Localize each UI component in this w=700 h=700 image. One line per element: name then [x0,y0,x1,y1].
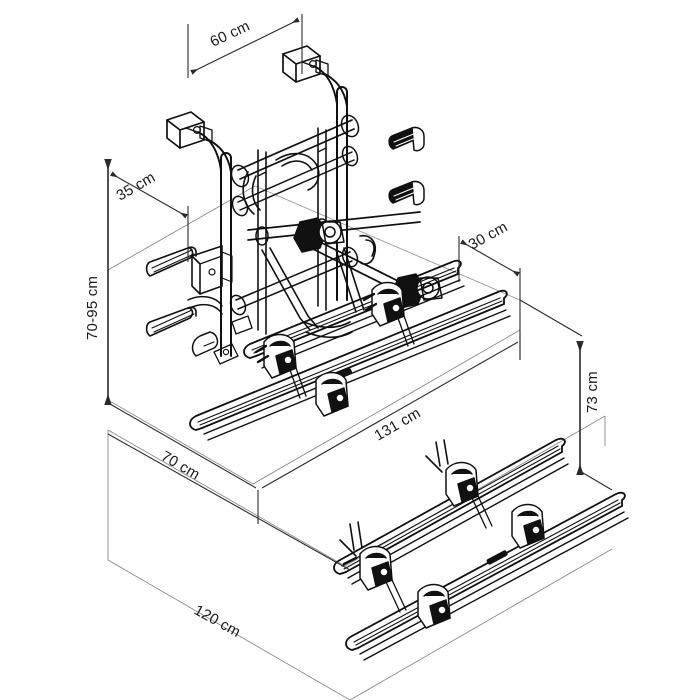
rubber-sleeve-upper [388,126,425,152]
frame-joints [229,114,360,316]
dim-label-73: 73 cm [584,371,601,413]
bike-holder-knob-left [293,217,345,253]
mounting-bracket-right [282,45,329,83]
construction-box [107,185,613,700]
lock-plate [191,245,233,295]
mounting-bracket-left [166,111,213,149]
dim-60 [187,14,303,78]
dim-70 [109,403,257,489]
support-arm-right [313,65,348,107]
wheel-clamp-l4 [511,503,545,549]
wheel-clamp-u2 [362,281,405,327]
dimension-labels: 60 cm 35 cm 70-95 cm 30 cm 73 cm 131 cm … [84,18,601,641]
rail-stub-lower [145,306,197,337]
strap-hooks [242,152,376,265]
support-arm-left [197,131,232,173]
dim-30 [458,236,521,360]
wheel-clamp-l1 [339,521,393,591]
bike-rail-upper-front [189,289,511,441]
rubber-sleeve-lower [388,180,425,206]
wheel-clamp-u3 [315,371,349,417]
carrier-line-art [145,45,629,661]
rail-stub-upper [145,246,197,277]
wheel-clamp-l2 [425,439,479,507]
bike-rail-lower-front [345,491,629,661]
wheel-clamp-l3 [417,583,451,629]
dim-label-30: 30 cm [466,218,511,253]
dim-73 [519,299,613,491]
base-pivot-detail [187,295,253,365]
rail-connector-lower [385,495,493,613]
dim-120 [107,433,351,571]
dim-label-70-95: 70-95 cm [84,276,101,340]
dimension-lines [104,14,613,571]
wheel-clamp-u1 [254,333,297,379]
dim-label-35: 35 cm [114,169,159,205]
dim-label-120: 120 cm [191,602,243,641]
rail-connector-upper [289,315,415,399]
